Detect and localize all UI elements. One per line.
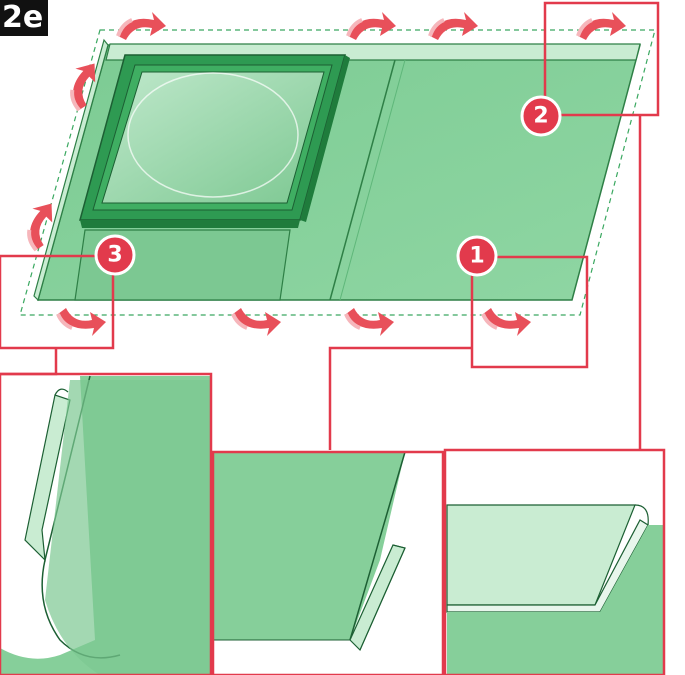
callout-badge-3: 3 <box>94 234 136 276</box>
fold-arrow-icon <box>481 306 533 338</box>
window-frame <box>79 54 350 228</box>
detail-frame-1 <box>211 450 445 675</box>
fold-arrow-icon <box>344 306 396 338</box>
detail-frame-3 <box>0 372 213 675</box>
panel-crease <box>329 59 396 301</box>
step-label: 2e <box>0 0 48 36</box>
fold-arrow-icon <box>231 306 283 338</box>
leader-line-3 <box>0 348 58 376</box>
callout-box-2 <box>543 1 660 117</box>
callout-badge-1: 1 <box>456 235 498 277</box>
fold-arrow-icon <box>428 10 480 42</box>
left-fold-wall <box>33 38 109 302</box>
detail-panel-2 <box>446 504 665 675</box>
callout-box-1 <box>470 255 589 369</box>
fold-arrow-icon <box>56 306 108 338</box>
detail-panel-3 <box>0 375 210 675</box>
callout-badge-2: 2 <box>520 95 562 137</box>
leader-line-1 <box>328 346 472 450</box>
fold-arrow-icon <box>576 10 628 42</box>
detail-frame-2 <box>443 448 666 675</box>
callout-number-2: 2 <box>533 104 548 129</box>
fold-arrow-icon <box>346 10 398 42</box>
detail-panel-1 <box>213 451 406 652</box>
callout-number-1: 1 <box>469 244 484 269</box>
fold-arrow-icon <box>116 10 168 42</box>
callout-number-3: 3 <box>107 243 122 268</box>
